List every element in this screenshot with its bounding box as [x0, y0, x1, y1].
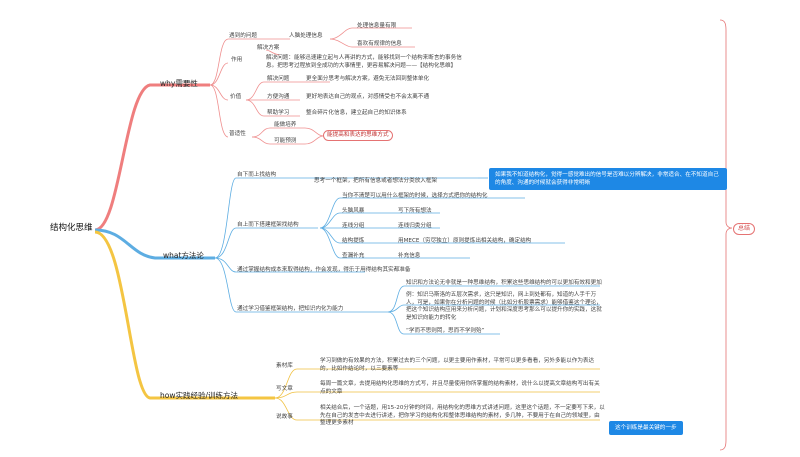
node-problem-2[interactable]: 喜欢有规律的信息	[357, 41, 402, 47]
node-top-down-4-key[interactable]: 查漏补充	[342, 253, 365, 259]
node-value-2-desc: 更好地表达自己的观点，对感情受也不会太离不通	[306, 94, 430, 100]
branch-why-line	[94, 83, 210, 232]
node-practice-material-desc: 学习到做的有效果的方法，积累过去的三个问题，以更主要用作素材，平常可以更多看看，…	[320, 358, 595, 372]
node-top-down-3-desc: 用MECE（穷尽独立）原则提炼出相关结构，确定结构	[398, 238, 532, 244]
node-top-down-3-key[interactable]: 结构提炼	[342, 238, 365, 244]
node-learn-3[interactable]: “学而不思则罔，思而不学则殆”	[406, 328, 485, 334]
node-universal-2[interactable]: 可能预测	[274, 138, 297, 144]
summary-bracket	[719, 19, 733, 451]
node-universal-1[interactable]: 能做培养	[274, 122, 297, 128]
callout-bottom-up: 如果我不知道结构化，觉得一感觉难出的信号是否难以分辨解决，非常适合、在不知道自己…	[489, 168, 727, 191]
node-solution[interactable]: 解决方案	[257, 45, 280, 51]
callout-practice: 这个训练是最关键的一步	[609, 421, 683, 436]
node-top-down-4-desc: 补充信息	[398, 253, 421, 259]
root-topic[interactable]: 结构化思维	[50, 223, 93, 233]
node-top-down-intro: 当你不清楚可以用什么框架的时候，选择方式把你的结构化	[342, 193, 488, 199]
node-blend[interactable]: 通过掌握结构成本来取得结构，作会发现，得乐于用得结构其实都准备	[237, 267, 411, 273]
branch-why[interactable]: why需要性	[160, 79, 198, 88]
node-brain[interactable]: 人脑处理信息	[289, 33, 323, 39]
node-value-3-key[interactable]: 帮助学习	[267, 110, 290, 116]
node-problem-1[interactable]: 处理信息量有限	[357, 23, 397, 29]
node-learn-2: 例：知识马斯洛的五层次需求，这只是知识，网上到处都有，知道的人手千万人，可是，如…	[406, 292, 602, 321]
node-value-2-key[interactable]: 方便沟通	[267, 94, 290, 100]
node-value-1-desc: 更全面分思考与解决方案，避免无法回到整体单化	[306, 76, 430, 82]
node-top-down-1-desc: 写下所有想法	[398, 208, 432, 214]
branch-how[interactable]: how实践经验/训练方法	[160, 391, 239, 400]
node-top-down-2-desc: 连线归类分组	[398, 223, 432, 229]
node-bottom-up[interactable]: 自下而上找结构	[237, 172, 277, 178]
branch-what-line	[94, 228, 215, 260]
node-value-1-key[interactable]: 解决问题	[267, 76, 290, 82]
node-practice-speaking[interactable]: 说故事	[276, 414, 293, 420]
node-practice-writing-desc: 每周一篇文章，去提用结构化思维的方式写，并且尽量使用你所掌握的结构素材，说什么以…	[320, 381, 600, 395]
node-learn[interactable]: 通过学习借鉴框架结构，把知识内化为能力	[237, 306, 344, 312]
branch-what[interactable]: what方法论	[163, 251, 204, 260]
node-bottom-up-desc: 思考一个框架，把所有信息或者想法分类放入框架	[314, 178, 438, 184]
node-universal-summary[interactable]: 能提高和表达的思维方式	[323, 130, 393, 141]
node-role[interactable]: 作用	[231, 57, 243, 63]
node-practice-material[interactable]: 素材库	[276, 363, 293, 369]
node-universal[interactable]: 普适性	[229, 131, 246, 137]
summary-node[interactable]: 总结	[733, 223, 756, 235]
node-value[interactable]: 价值	[230, 94, 242, 100]
branch-how-line	[94, 230, 275, 400]
node-top-down-1-key[interactable]: 头脑风暴	[342, 208, 365, 214]
node-role-text: 解决问题：能够迅速建立起与人再讲的方式，能够找到一个结构来断言的事务信息。把思考…	[266, 55, 462, 69]
node-practice-writing[interactable]: 写文章	[276, 386, 293, 392]
node-practice-speaking-desc: 相关结合后，一个话题，用15-20分钟的时间，用结构化的思维方式讲述问题，这里这…	[320, 405, 605, 427]
node-top-down-2-key[interactable]: 连线分组	[342, 223, 365, 229]
node-top-down[interactable]: 自上而下搭建框架找结构	[237, 222, 299, 228]
node-problem[interactable]: 遇到的问题	[229, 33, 257, 39]
node-learn-1[interactable]: 知识和方法论无非就是一种思维结构，积累这些思维结构的可以更加有效和更加	[406, 280, 602, 286]
node-value-3-desc: 整合碎片化信息，建立起自己的知识体系	[306, 110, 407, 116]
